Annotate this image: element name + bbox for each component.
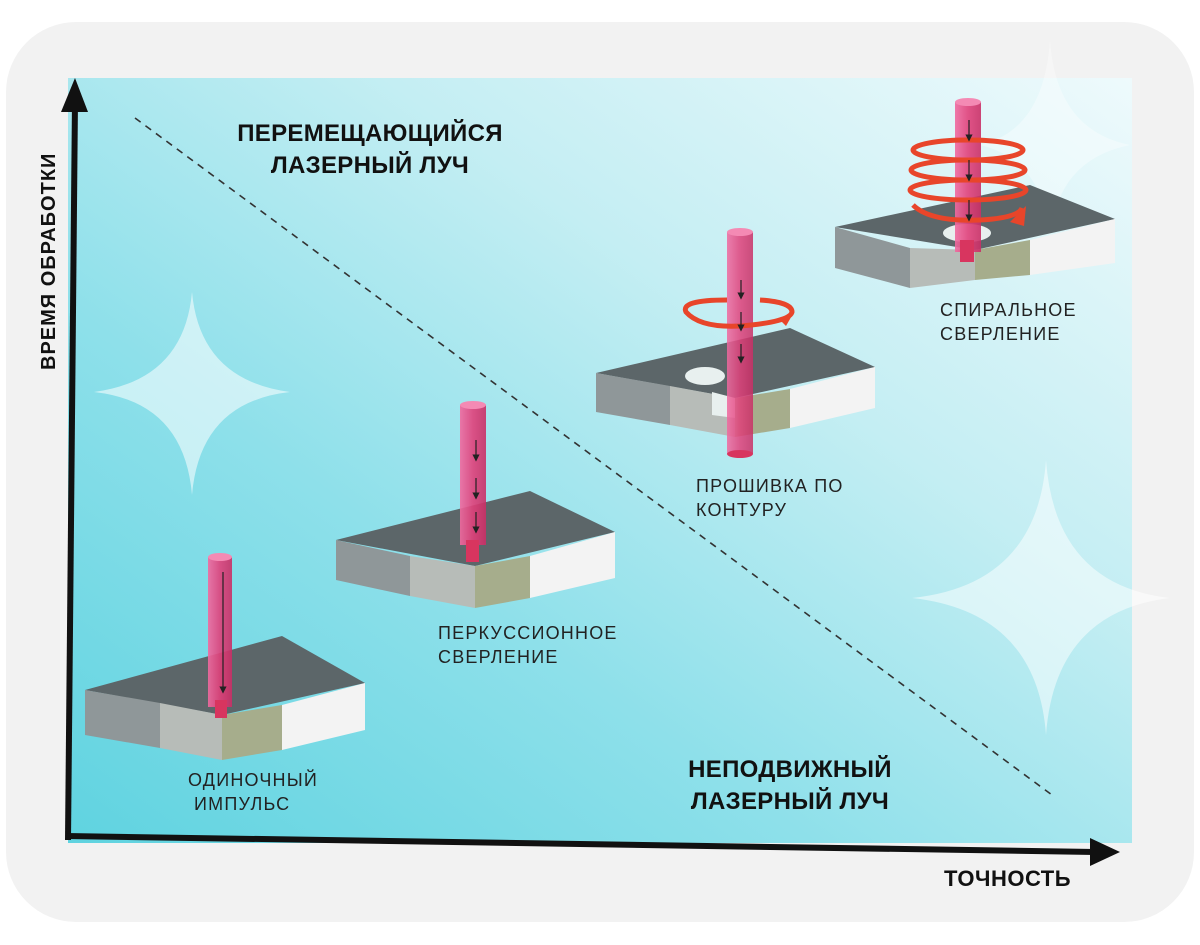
sparkle-icon bbox=[94, 292, 290, 495]
method-label-line: ПЕРКУССИОННОЕ bbox=[438, 623, 618, 643]
moving-beam-heading: ПЕРЕМЕЩАЮЩИЙСЯ ЛАЗЕРНЫЙ ЛУЧ bbox=[200, 118, 540, 182]
x-axis bbox=[65, 833, 1120, 866]
moving-beam-heading-line2: ЛАЗЕРНЫЙ ЛУЧ bbox=[270, 152, 470, 179]
moving-beam-heading-line1: ПЕРЕМЕЩАЮЩИЙСЯ bbox=[237, 120, 503, 147]
y-axis-label: ВРЕМЯ ОБРАБОТКИ bbox=[38, 152, 60, 370]
method-label-line: ИМПУЛЬС bbox=[194, 794, 291, 814]
method-label-line: СПИРАЛЬНОЕ bbox=[940, 300, 1077, 320]
method-label-line: ПРОШИВКА ПО bbox=[696, 476, 844, 496]
method-label-line: СВЕРЛЕНИЕ bbox=[940, 324, 1061, 344]
fixed-beam-heading-line2: ЛАЗЕРНЫЙ ЛУЧ bbox=[690, 788, 890, 815]
method-label-line: ОДИНОЧНЫЙ bbox=[188, 770, 319, 790]
trepanning-illustration bbox=[596, 228, 875, 458]
sparkle-icon bbox=[980, 40, 1130, 240]
fixed-beam-heading: НЕПОДВИЖНЫЙ ЛАЗЕРНЫЙ ЛУЧ bbox=[640, 754, 940, 818]
y-axis bbox=[61, 78, 88, 841]
method-label-single-pulse: ОДИНОЧНЫЙ ИМПУЛЬС bbox=[188, 768, 318, 816]
method-label-trepanning: ПРОШИВКА ПО КОНТУРУ bbox=[696, 474, 844, 522]
sparkle-icon bbox=[912, 460, 1170, 735]
percussion-illustration bbox=[336, 401, 615, 608]
divider-dashed-line bbox=[134, 117, 1053, 796]
helical-illustration bbox=[835, 98, 1115, 288]
single-pulse-illustration bbox=[85, 553, 365, 760]
x-axis-label: ТОЧНОСТЬ bbox=[944, 866, 1072, 891]
method-label-line: СВЕРЛЕНИЕ bbox=[438, 647, 559, 667]
method-label-line: КОНТУРУ bbox=[696, 500, 788, 520]
method-label-helical: СПИРАЛЬНОЕ СВЕРЛЕНИЕ bbox=[940, 298, 1077, 346]
method-label-percussion: ПЕРКУССИОННОЕ СВЕРЛЕНИЕ bbox=[438, 621, 618, 669]
fixed-beam-heading-line1: НЕПОДВИЖНЫЙ bbox=[688, 756, 892, 783]
